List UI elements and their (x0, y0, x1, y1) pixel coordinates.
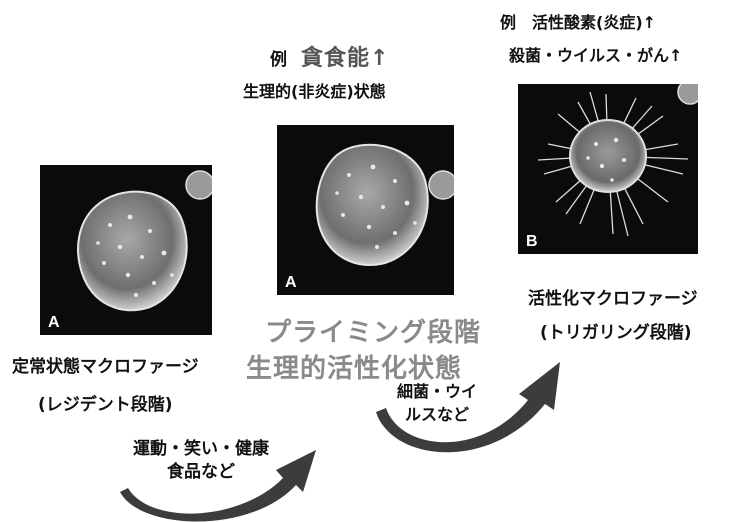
bactericidal-antiviral-note: 殺菌・ウイルス・がん↑ (509, 46, 683, 65)
resident-stage-label: (レジデント段階) (38, 395, 173, 415)
stimulus1-line1: 運動・笑い・健康 (133, 439, 269, 459)
panel-letter-a: A (285, 274, 297, 291)
resting-macrophage-label: 定常状態マクロファージ (12, 357, 199, 377)
activated-cell-graphic: B (526, 84, 698, 250)
stimulus2-line2: ルスなど (405, 405, 470, 425)
resting-cell-graphic: A (48, 170, 212, 331)
panel-letter-b: B (526, 233, 538, 250)
stimulus2-curved-arrow (376, 362, 560, 453)
physiological-activation-label: 生理的活性化状態 (246, 354, 463, 384)
stimulus1-curved-arrow (120, 450, 316, 522)
example-prefix: 例 (270, 50, 287, 70)
phagocytosis-up-label: 貪食能↑ (301, 46, 390, 71)
stimulus1-line2: 食品など (167, 461, 235, 482)
stimulus2-line1: 細菌・ウイ (397, 382, 478, 401)
stimulus2-text: 細菌・ウイ ルスなど (397, 380, 477, 426)
activated-macrophage-label: 活性化マクロファージ (528, 289, 698, 309)
priming-cell-graphic: A (285, 143, 454, 291)
triggering-stage-label: (トリガリング段階) (540, 323, 692, 343)
panel-letter-a: A (48, 314, 60, 331)
priming-macrophage-image: A (277, 125, 454, 295)
ros-inflammation-note: 例 活性酸素(炎症)↑ (500, 13, 657, 32)
activated-macrophage-image: B (518, 84, 698, 254)
stimulus1-text: 運動・笑い・健康 食品など (133, 438, 269, 484)
resting-macrophage-image: A (40, 165, 212, 335)
physiological-state-note: 生理的(非炎症)状態 (243, 82, 386, 101)
priming-stage-label: プライミング段階 (265, 318, 482, 348)
priming-example-line: 例貪食能↑ (270, 40, 389, 72)
